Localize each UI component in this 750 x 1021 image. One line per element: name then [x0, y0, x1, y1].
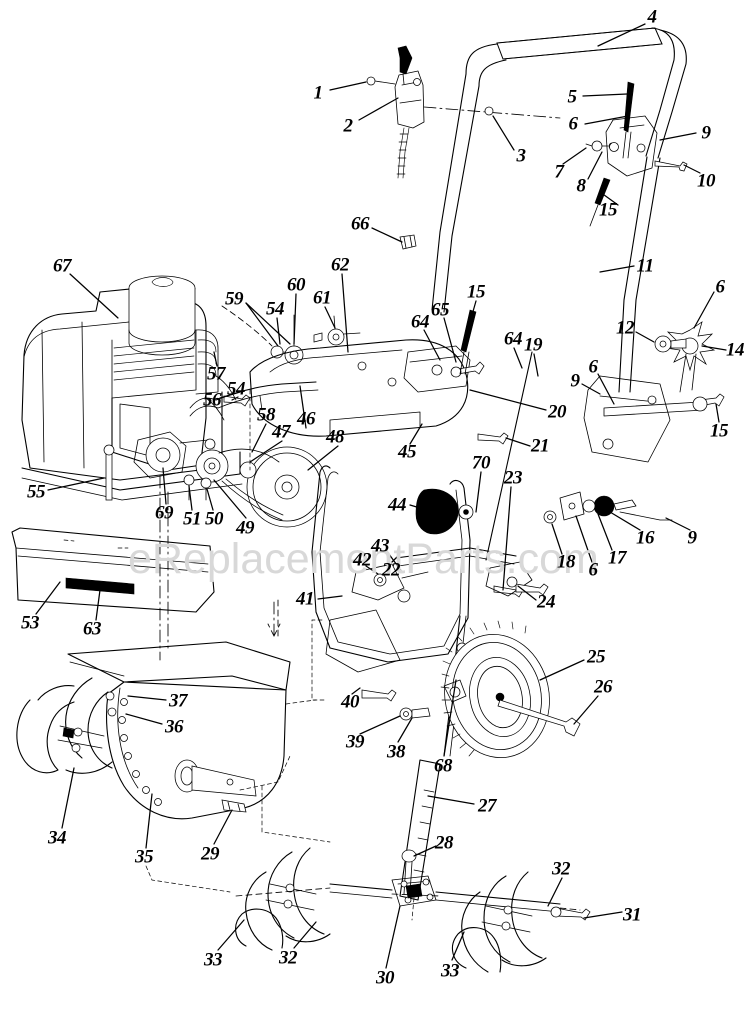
callout-20: 20	[548, 401, 567, 423]
callout-25: 25	[587, 646, 606, 668]
callout-15: 15	[467, 281, 486, 303]
callout-8: 8	[576, 175, 587, 197]
callout-5: 5	[567, 86, 578, 108]
callout-49: 49	[236, 517, 255, 539]
callout-6: 6	[568, 113, 579, 135]
callout-9: 9	[570, 370, 581, 392]
callout-18: 18	[557, 551, 576, 573]
callout-54: 54	[227, 378, 246, 400]
callout-64: 64	[411, 311, 430, 333]
callout-3: 3	[516, 145, 527, 167]
callout-33: 33	[441, 960, 460, 982]
callout-42: 42	[353, 549, 372, 571]
callout-44: 44	[388, 494, 407, 516]
callout-62: 62	[331, 254, 350, 276]
callout-48: 48	[326, 426, 345, 448]
callout-17: 17	[608, 547, 627, 569]
callout-1: 1	[313, 82, 324, 104]
callout-54: 54	[266, 298, 285, 320]
callout-4: 4	[647, 6, 658, 28]
callout-38: 38	[387, 741, 406, 763]
callout-70: 70	[472, 452, 491, 474]
callout-27: 27	[478, 795, 497, 817]
callout-33: 33	[204, 949, 223, 971]
callout-31: 31	[623, 904, 642, 926]
callout-63: 63	[83, 618, 102, 640]
callout-30: 30	[376, 967, 395, 989]
callout-29: 29	[201, 843, 220, 865]
callout-10: 10	[697, 170, 716, 192]
callout-22: 22	[382, 559, 401, 581]
callout-55: 55	[27, 481, 46, 503]
callout-6: 6	[715, 276, 726, 298]
callout-6: 6	[588, 356, 599, 378]
callout-66: 66	[351, 213, 370, 235]
callout-51: 51	[183, 508, 202, 530]
callout-61: 61	[313, 287, 332, 309]
callout-32: 32	[279, 947, 298, 969]
callout-9: 9	[701, 122, 712, 144]
callout-65: 65	[431, 299, 450, 321]
callout-67: 67	[53, 255, 72, 277]
callout-21: 21	[531, 435, 550, 457]
callout-34: 34	[48, 827, 67, 849]
callout-39: 39	[346, 731, 365, 753]
callout-57: 57	[207, 363, 226, 385]
callout-60: 60	[287, 274, 306, 296]
callout-19: 19	[524, 334, 543, 356]
callout-37: 37	[169, 690, 188, 712]
callout-41: 41	[296, 588, 315, 610]
callout-28: 28	[435, 832, 454, 854]
callout-53: 53	[21, 612, 40, 634]
callout-59: 59	[225, 288, 244, 310]
callout-11: 11	[636, 255, 654, 277]
callout-14: 14	[726, 339, 745, 361]
callout-36: 36	[165, 716, 184, 738]
callout-15: 15	[710, 420, 729, 442]
callout-16: 16	[636, 527, 655, 549]
callout-35: 35	[135, 846, 154, 868]
callout-46: 46	[297, 408, 316, 430]
callout-2: 2	[343, 115, 354, 137]
callout-58: 58	[257, 404, 276, 426]
callout-12: 12	[616, 317, 635, 339]
callout-32: 32	[552, 858, 571, 880]
callout-69: 69	[155, 502, 174, 524]
callout-68: 68	[434, 755, 453, 777]
callout-50: 50	[205, 508, 224, 530]
callout-26: 26	[594, 676, 613, 698]
callout-6: 6	[588, 559, 599, 581]
callout-15: 15	[599, 199, 618, 221]
callout-43: 43	[371, 535, 390, 557]
callout-45: 45	[398, 441, 417, 463]
callout-47: 47	[272, 421, 291, 443]
callout-40: 40	[341, 691, 360, 713]
callout-23: 23	[504, 467, 523, 489]
callout-24: 24	[537, 591, 556, 613]
callout-64: 64	[504, 328, 523, 350]
callout-56: 56	[203, 389, 222, 411]
callout-9: 9	[687, 527, 698, 549]
callout-7: 7	[554, 161, 565, 183]
